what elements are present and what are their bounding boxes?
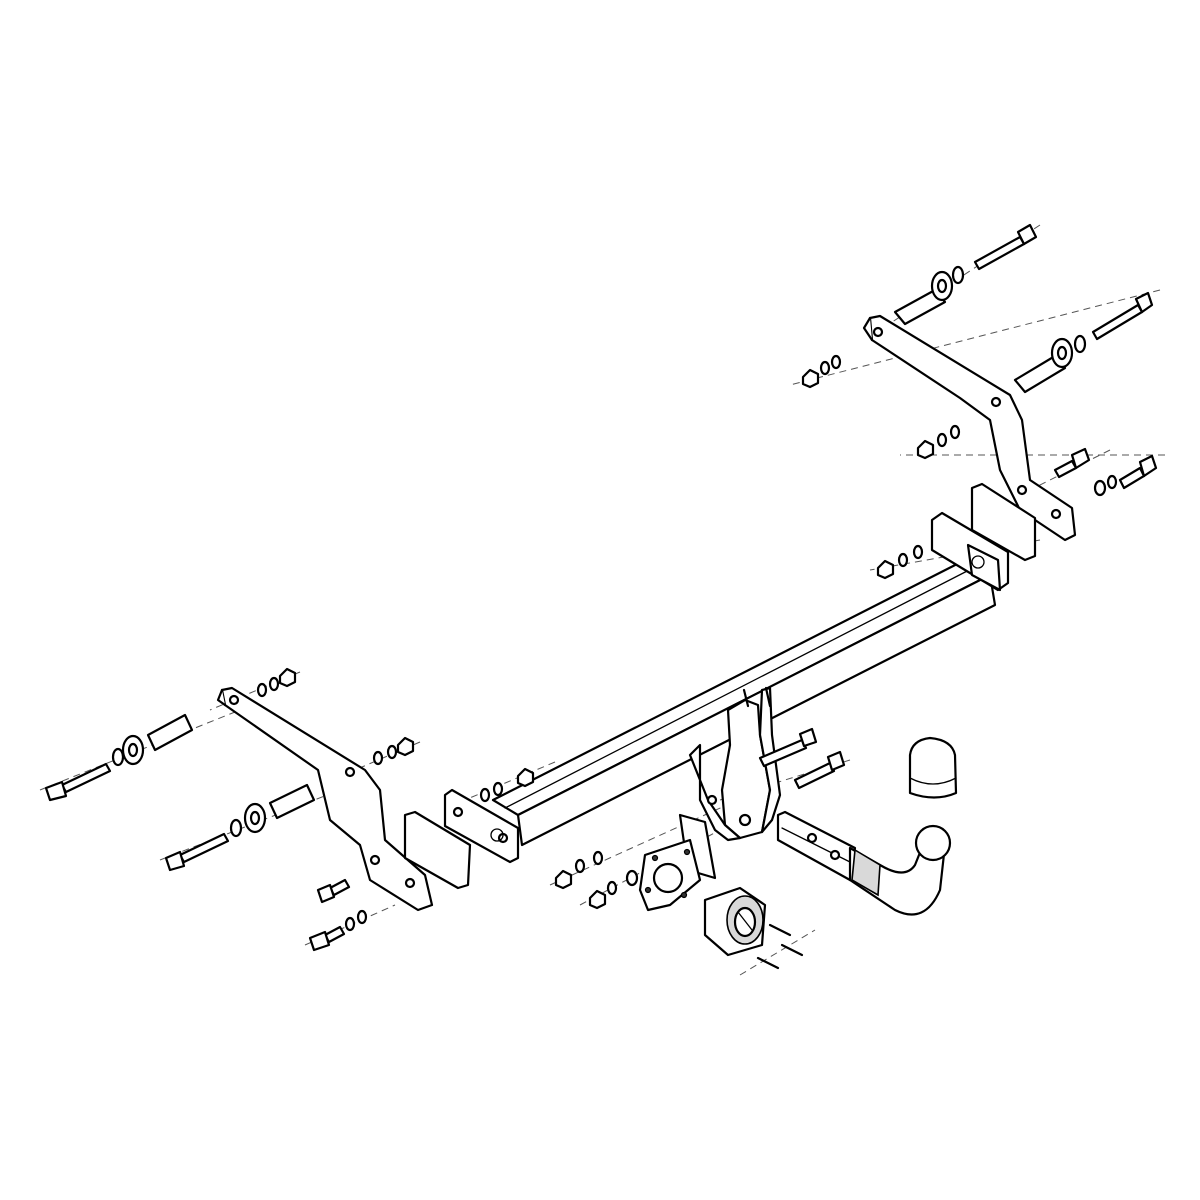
right-spacer-plate [970, 482, 1037, 562]
weld-mark-right [971, 555, 985, 569]
center-mount-bolt-a [758, 727, 818, 768]
left-top-nuts [256, 667, 297, 698]
left-upper-washer [111, 747, 125, 767]
right-top-nuts [801, 354, 842, 389]
electrical-socket-7pin [703, 886, 767, 957]
tow-ball [914, 824, 952, 862]
left-short-bolt [316, 878, 351, 904]
center-upper-nuts [554, 850, 604, 890]
center-mount-bolt-b [793, 750, 846, 790]
ball-cover-cap [908, 736, 958, 799]
ball-mount-bracket [688, 686, 782, 842]
socket-plate [638, 813, 717, 912]
right-beam-nuts [876, 544, 924, 580]
right-upper-spacer [893, 270, 954, 326]
right-upper-washer [951, 265, 965, 285]
assembly-guide-lines [39, 224, 1165, 976]
tow-ball-arm [776, 810, 947, 916]
right-mid-nuts [916, 424, 961, 460]
left-upper-bolt [44, 762, 112, 802]
left-lower-spacer [243, 783, 316, 834]
right-lower-bolt-b [1118, 454, 1158, 490]
weld-mark-left [490, 828, 504, 842]
right-lower-washers [1093, 474, 1118, 497]
right-middle-spacer [1013, 337, 1074, 394]
right-lower-bolt-a [1053, 447, 1091, 479]
left-beam-nuts [479, 767, 535, 803]
left-mid-nuts [372, 736, 415, 766]
left-spacer-plate [403, 810, 472, 890]
left-side-bracket [216, 686, 434, 912]
left-lower-bolt [164, 832, 230, 872]
left-lower-washer [229, 818, 243, 838]
left-bottom-bolt-nuts [308, 909, 368, 952]
right-side-bracket [862, 314, 1077, 542]
socket-screws [756, 923, 804, 970]
right-upper-bolt [973, 223, 1038, 271]
right-middle-bolt [1091, 291, 1154, 341]
center-lower-nuts [588, 869, 639, 910]
left-upper-spacer [121, 713, 194, 766]
right-middle-washer [1073, 334, 1087, 354]
